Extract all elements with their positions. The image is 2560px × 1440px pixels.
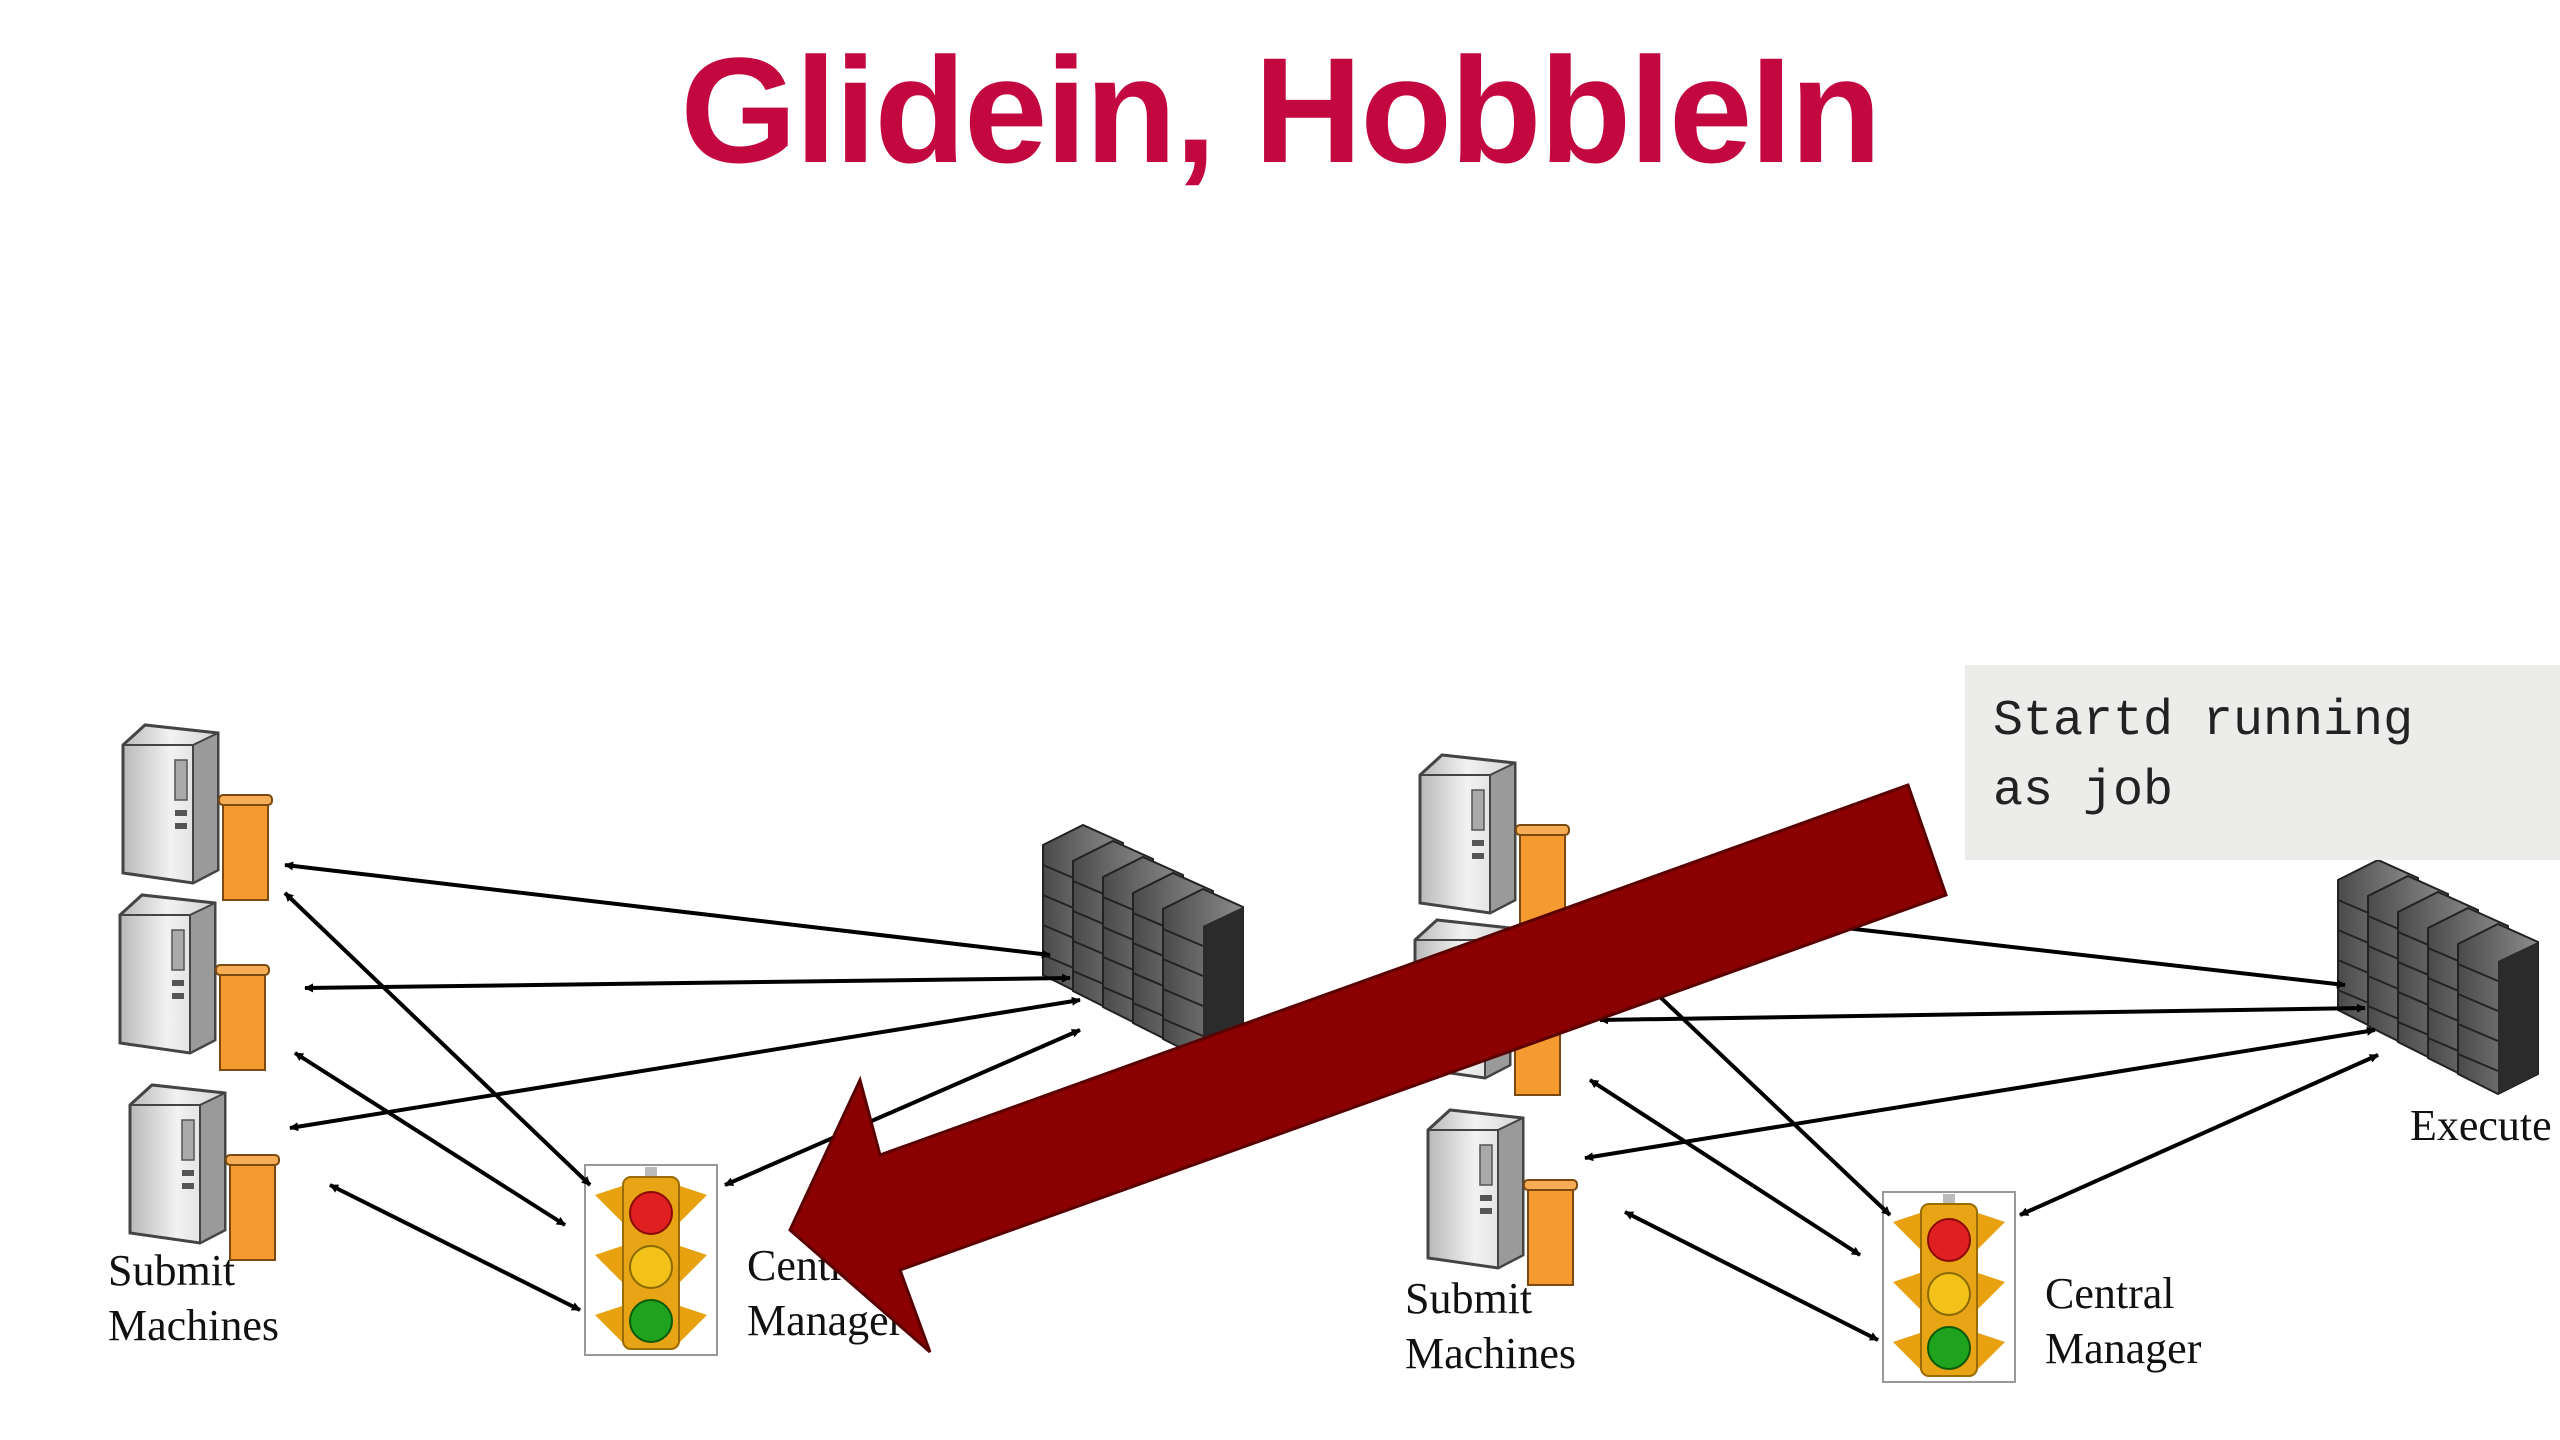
central-manager-label: Manager (2045, 1324, 2202, 1373)
submit-label: Submit (108, 1246, 235, 1295)
right-connection-arrows (1584, 896, 2379, 1342)
submit-label: Submit (1405, 1274, 1532, 1323)
big-red-arrow (788, 783, 1948, 1354)
slide-title: Glidein, HobbleIn (680, 26, 1881, 194)
submit-machine-icon (1426, 1108, 1579, 1287)
submit-label: Machines (108, 1301, 279, 1350)
submit-machine-icon (1418, 753, 1571, 932)
central-manager-label: Central (2045, 1269, 2175, 1318)
execute-cluster-icon (1043, 825, 1243, 1059)
submit-machine-icon (118, 893, 271, 1072)
submit-label: Machines (1405, 1329, 1576, 1378)
execute-label: Execute (2410, 1101, 2552, 1150)
left-connection-arrows (283, 861, 1081, 1312)
traffic-light-icon (1882, 1191, 2016, 1383)
note-box: Startd running as job (1965, 665, 2560, 860)
note-text: Startd running as job (1993, 693, 2414, 820)
traffic-light-icon (584, 1164, 718, 1356)
submit-machine-icon (128, 1083, 281, 1262)
submit-machine-icon (121, 723, 274, 902)
